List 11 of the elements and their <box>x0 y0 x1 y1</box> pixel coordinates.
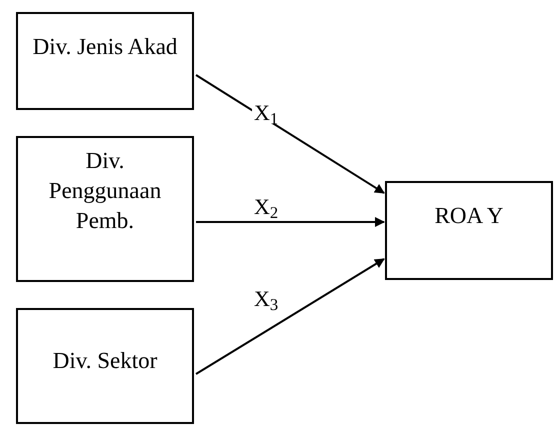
box-label: Div. Jenis Akad <box>32 33 178 61</box>
variable-box <box>16 136 194 282</box>
variable-box <box>385 181 553 280</box>
arrow <box>195 74 385 194</box>
box-label: Div. Penggunaan Pemb. <box>48 147 162 235</box>
variable-box <box>16 308 194 424</box>
arrow <box>196 217 385 227</box>
variable-box <box>16 12 194 110</box>
box-label: Div. Sektor <box>52 347 158 375</box>
arrow <box>195 258 385 375</box>
box-label: ROA Y <box>434 202 504 230</box>
